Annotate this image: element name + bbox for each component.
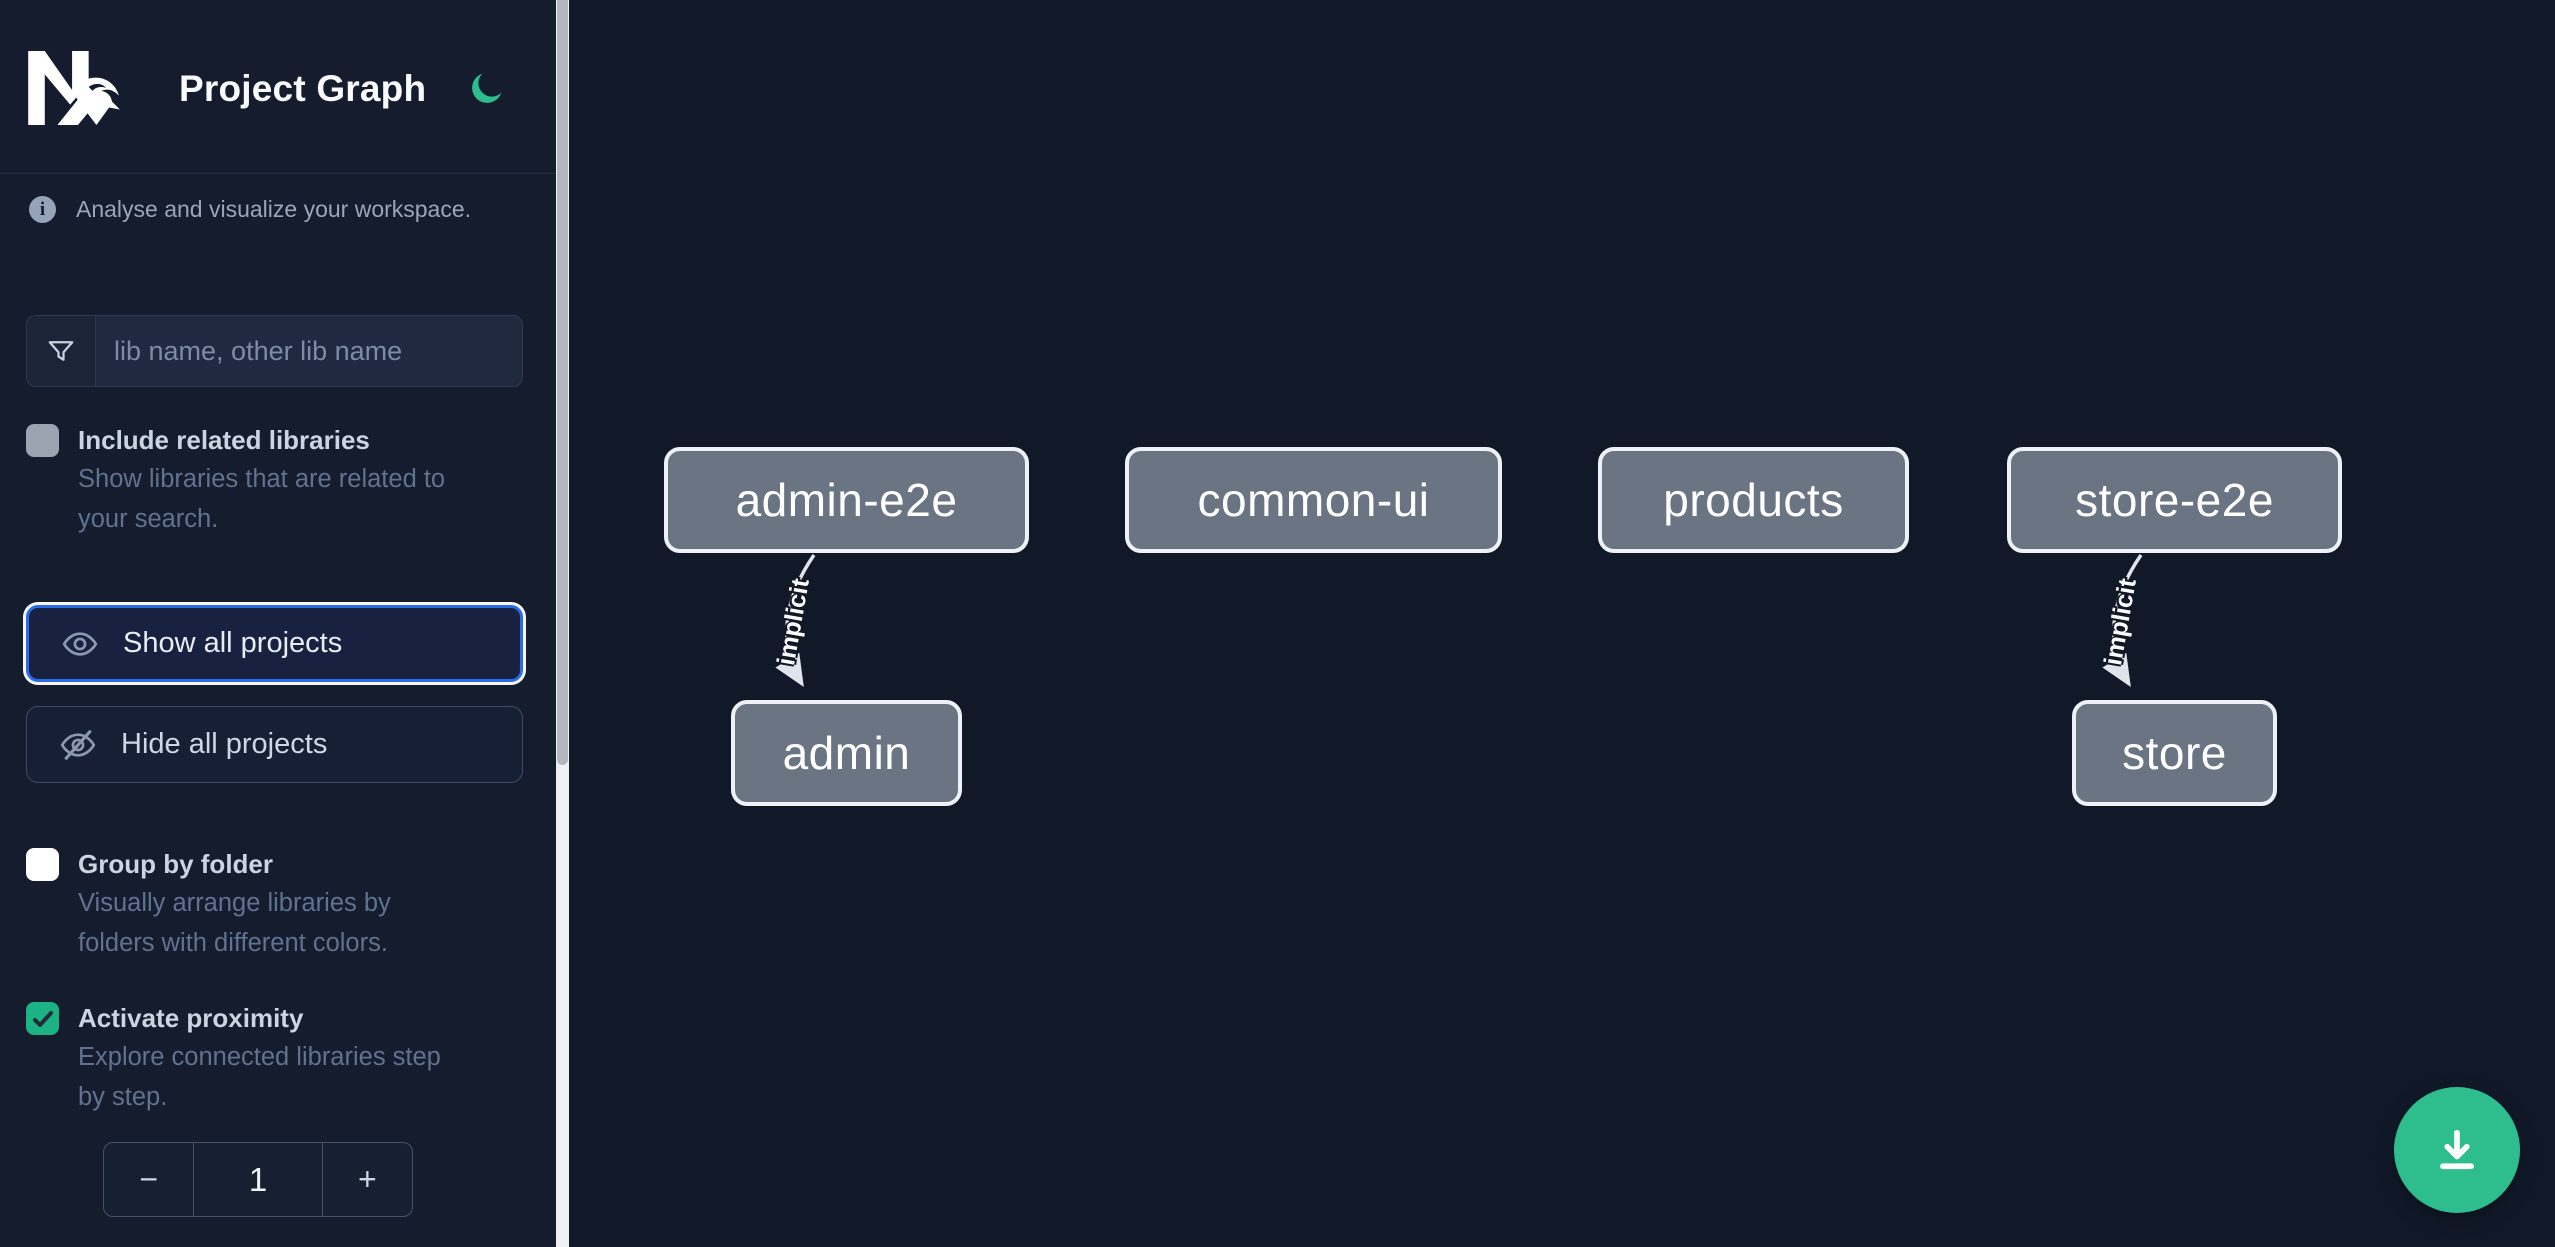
graph-node-admin[interactable]: admin [731,700,962,806]
header-divider [0,173,556,174]
include-related-checkbox[interactable] [26,424,59,457]
graph-edge-store-e2e-store[interactable] [2102,554,2143,687]
stepper-value: 1 [193,1143,323,1216]
hide-all-projects-label: Hide all projects [121,728,328,760]
eye-icon [62,631,98,656]
stepper-increment-button[interactable]: + [323,1143,412,1216]
sidebar-scrollbar-track[interactable] [556,0,569,1247]
option-activate-proximity: Activate proximity Explore connected lib… [26,1000,498,1117]
option-description: Show libraries that are related to your … [78,465,446,533]
nx-logo [28,50,120,126]
tagline-text: Analyse and visualize your workspace. [76,196,472,222]
download-icon [2440,1129,2474,1170]
show-all-projects-button[interactable]: Show all projects [26,605,523,682]
graph-node-products[interactable]: products [1598,447,1909,553]
graph-node-common-ui[interactable]: common-ui [1125,447,1502,553]
hide-all-projects-button[interactable]: Hide all projects [26,706,523,783]
graph-node-admin-e2e[interactable]: admin-e2e [664,447,1029,553]
graph-node-store-e2e[interactable]: store-e2e [2007,447,2342,553]
sidebar: Project Graph i Analyse and visualize yo… [0,0,556,1247]
activate-proximity-checkbox[interactable] [26,1002,59,1035]
info-icon: i [29,196,56,223]
option-label[interactable]: Group by folder [78,849,273,879]
option-description: Visually arrange libraries by folders wi… [78,889,391,957]
download-image-button[interactable] [2394,1087,2520,1213]
checkmark-icon [32,1010,53,1027]
group-by-folder-checkbox[interactable] [26,848,59,881]
moon-icon [472,73,502,103]
filter-icon [27,316,96,386]
sidebar-scrollbar-thumb[interactable] [557,0,568,765]
page-title: Project Graph [179,68,427,109]
proximity-stepper: − 1 + [103,1142,413,1217]
tagline-row: i Analyse and visualize your workspace. [29,196,471,223]
option-include-related-libraries: Include related libraries Show libraries… [26,422,498,539]
search-input[interactable] [96,316,522,386]
graph-node-store[interactable]: store [2072,700,2277,806]
stepper-decrement-button[interactable]: − [104,1143,193,1216]
option-description: Explore connected libraries step by step… [78,1043,441,1111]
graph-edges [775,554,2143,687]
sidebar-header: Project Graph [0,0,556,173]
theme-toggle-button[interactable] [462,68,510,112]
eye-off-icon [60,729,96,760]
option-label[interactable]: Include related libraries [78,425,370,455]
show-all-projects-label: Show all projects [123,627,343,659]
option-group-by-folder: Group by folder Visually arrange librari… [26,846,498,963]
option-label[interactable]: Activate proximity [78,1003,304,1033]
search-box [26,315,523,387]
graph-edge-admin-e2e-admin[interactable] [775,554,816,687]
